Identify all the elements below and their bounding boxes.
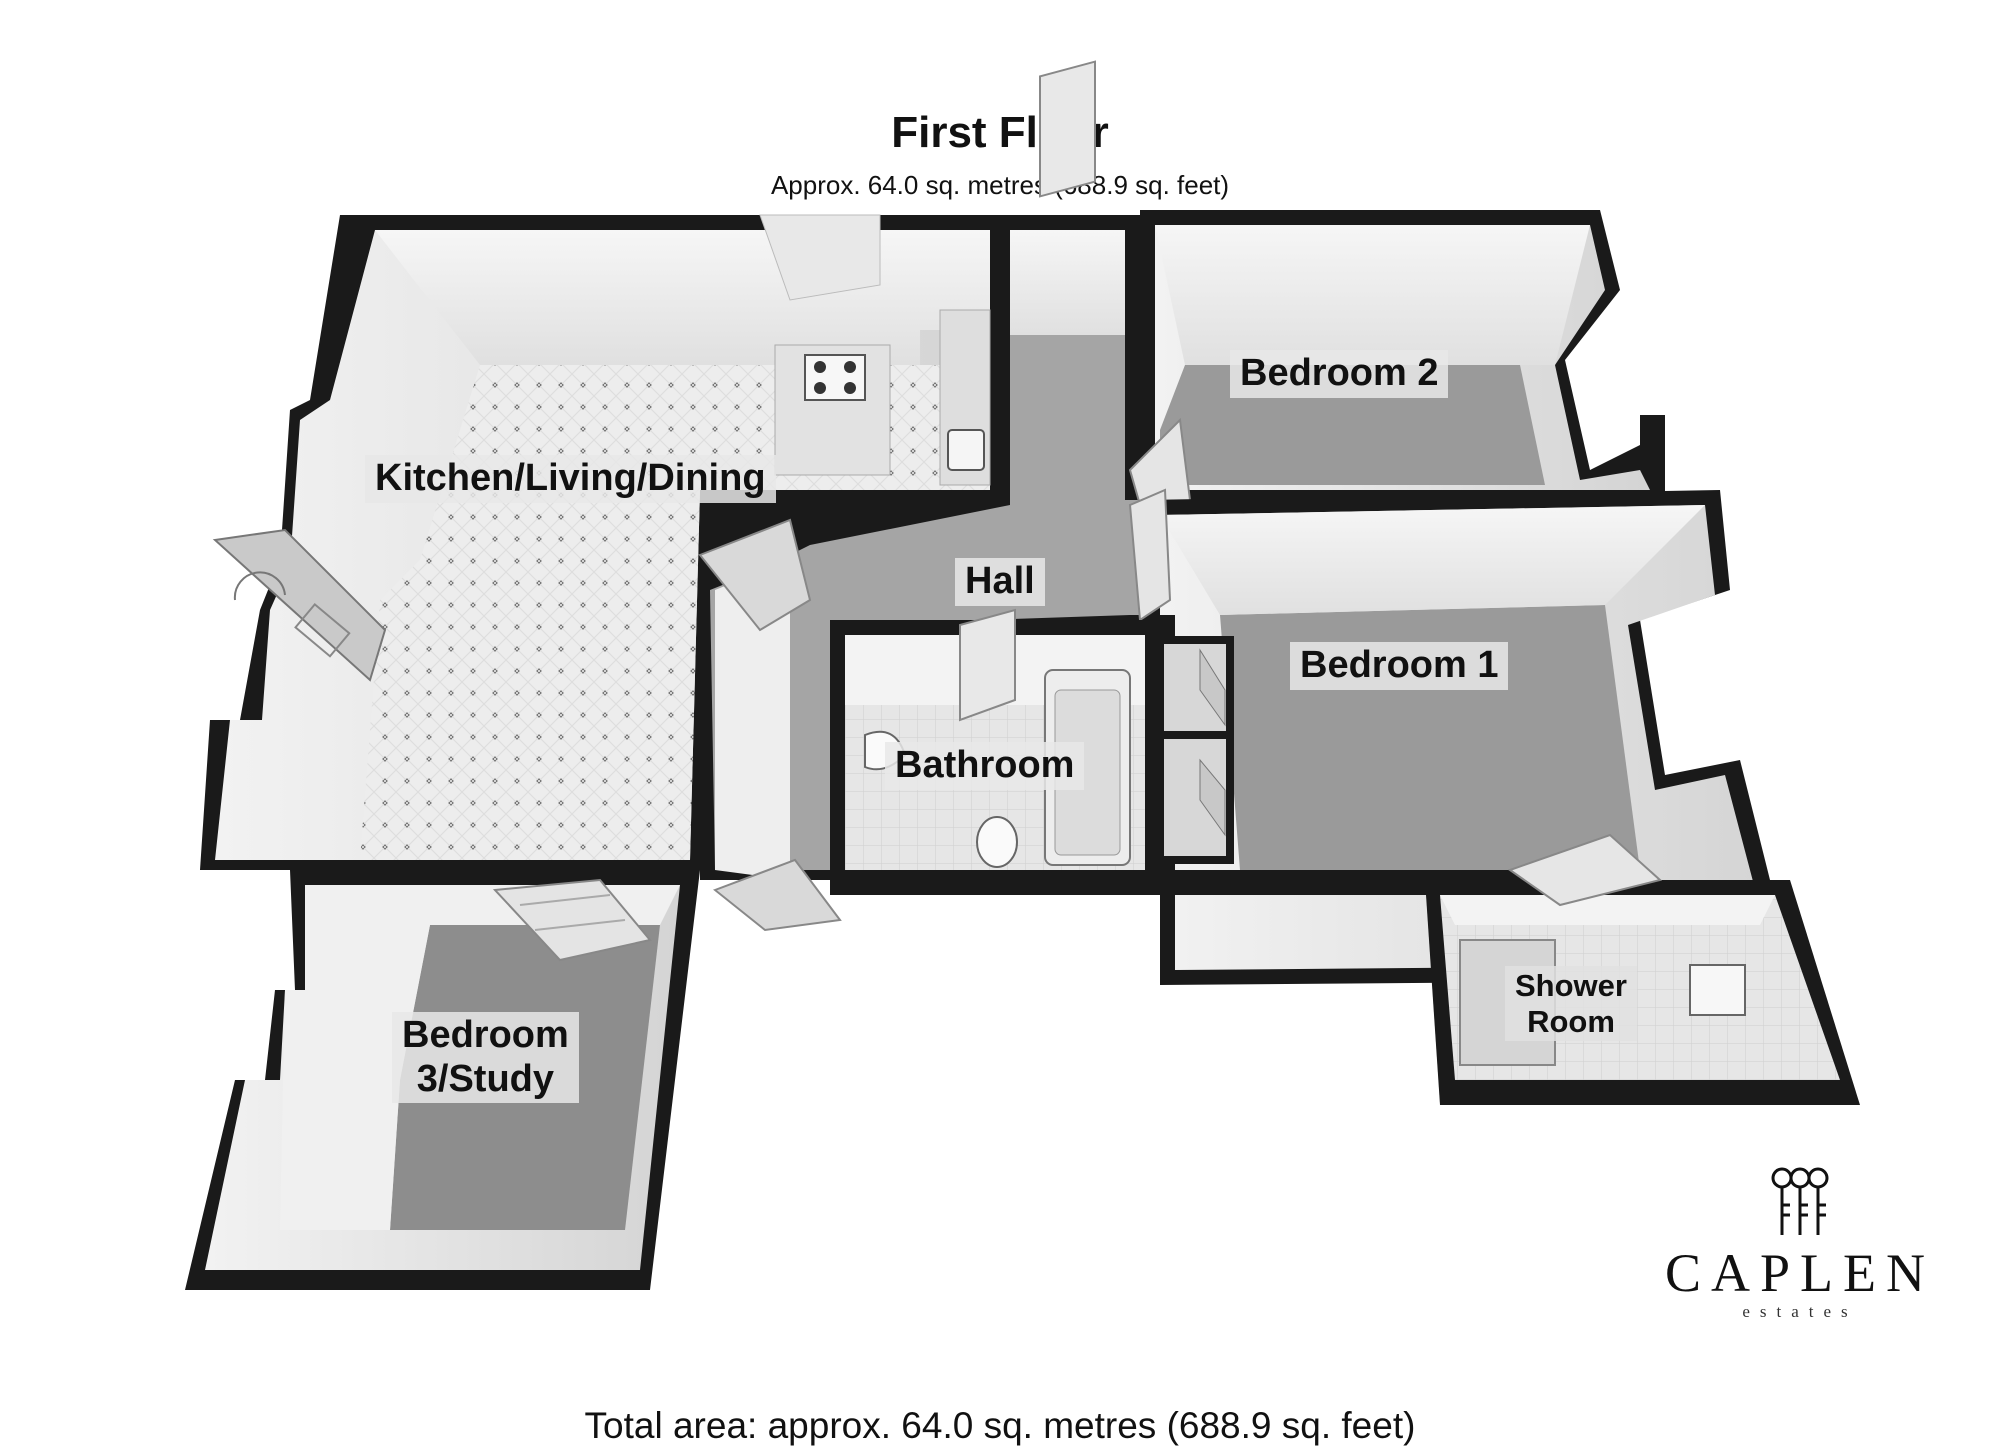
room-label-bedroom-1: Bedroom 1 — [1290, 642, 1509, 690]
room-label-bedroom-3-line2: 3/Study — [416, 1057, 555, 1100]
total-area-footer: Total area: approx. 64.0 sq. metres (688… — [584, 1405, 1416, 1446]
room-label-bedroom-3-study: Bedroom 3/Study — [392, 1012, 579, 1104]
room-label-shower-room: Shower Room — [1505, 966, 1637, 1042]
room-label-bedroom-3-line1: Bedroom — [402, 1014, 569, 1056]
room-label-bedroom-2: Bedroom 2 — [1230, 350, 1449, 398]
bathroom-door-icon — [959, 608, 1016, 722]
logo-wordmark: CAPLEN — [1664, 1243, 1935, 1303]
bedroom3-door-icon — [492, 878, 652, 962]
room-label-shower-line1: Shower — [1515, 968, 1627, 1003]
kitchen-living-dining-room — [200, 214, 1000, 870]
floor-area-subtitle: Approx. 64.0 sq. metres (688.9 sq. feet) — [770, 170, 1230, 200]
toilet-cistern-icon — [1689, 964, 1746, 1016]
sink-icon — [947, 429, 985, 471]
hall-area — [698, 60, 1160, 932]
toilet-icon — [976, 816, 1018, 868]
room-label-shower-line2: Room — [1527, 1003, 1615, 1039]
three-keys-icon — [1771, 1167, 1829, 1235]
room-label-bathroom: Bathroom — [885, 742, 1085, 790]
bedroom1-door-icon — [1128, 488, 1172, 622]
shower-room — [1425, 833, 1860, 1105]
room-label-hall: Hall — [955, 558, 1045, 606]
logo-subtext: estates — [1742, 1302, 1858, 1321]
hob-icon — [804, 354, 866, 401]
hall-door-icon — [698, 60, 1096, 932]
entrance-door-icon — [212, 528, 387, 682]
caplen-estates-logo: CAPLEN estates — [1650, 1160, 1950, 1321]
room-label-kitchen-living-dining: Kitchen/Living/Dining — [365, 455, 776, 503]
shower-room-door-icon — [1507, 833, 1663, 907]
